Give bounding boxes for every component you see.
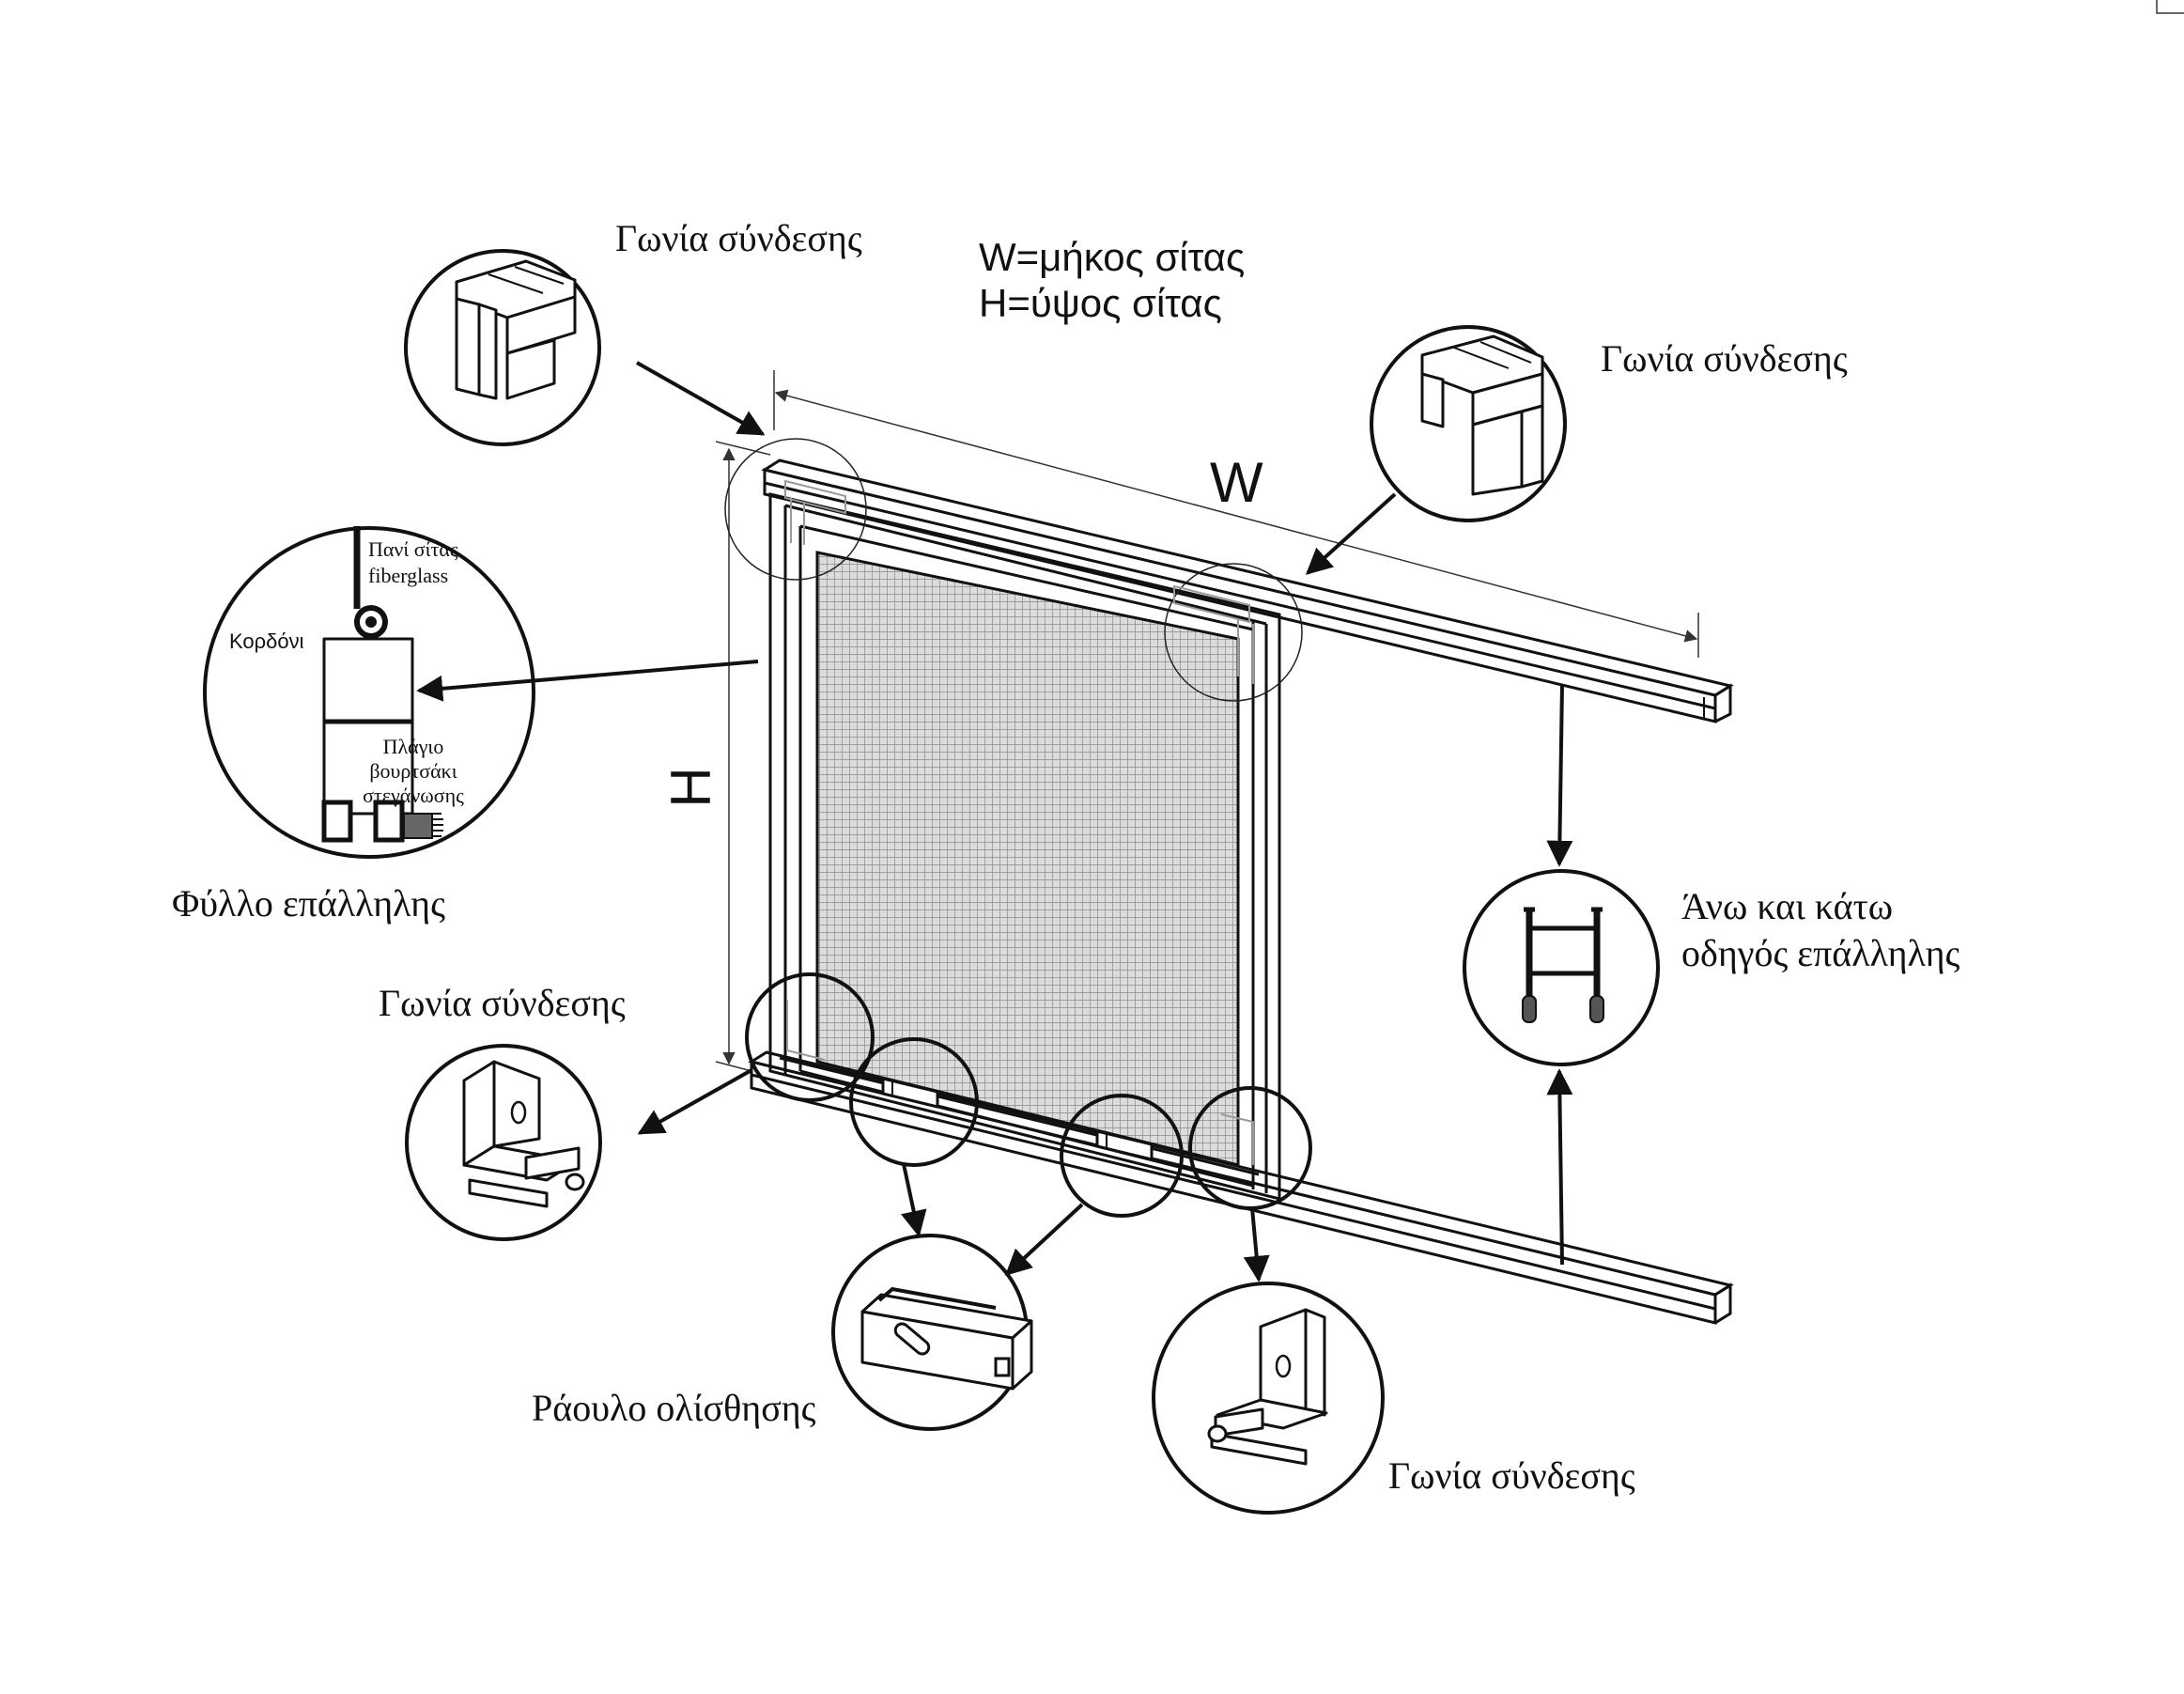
corner-connector-icon [1207,1308,1328,1466]
highlight-top-right-corner [1164,563,1303,702]
top-guide-rail [761,458,1734,723]
width-label: W [1210,451,1263,514]
profile-brush-label-2: βουρτσάκι [369,759,457,783]
callout-corner-top-left: Γωνία σύνδεσης [404,217,862,446]
corner-connector-icon [1420,334,1544,496]
faint-corner-top-left [784,479,846,545]
width-dimension: W [773,370,1699,658]
highlight-top-left-corner [724,438,867,581]
faint-corner-bottom-right [1220,1113,1254,1165]
guide-rail-section-icon [1522,907,1604,1023]
callout-guide-rail: Άνω και κάτω οδηγός επάλληλης [1463,683,1960,1266]
callout-sash-profile-label: Φύλλο επάλληλης [172,882,445,925]
profile-mesh-label-1: Πανί σίτας [368,537,458,561]
callout-corner-bottom-right: Γωνία σύνδεσης [1152,1207,1635,1515]
sash-profile-section-icon [321,526,443,843]
profile-brush-label-3: στεγάνωσης [363,784,464,807]
mesh-panel [815,551,1240,1167]
page-corner-mark [2156,0,2184,14]
profile-brush-label-1: Πλάγιο [383,735,444,758]
callout-roller-label: Ράουλο ολίσθησης [532,1387,816,1429]
callout-corner-top-left-label: Γωνία σύνδεσης [615,217,862,259]
roller-left [881,1077,939,1109]
callout-roller: Ράουλο ολίσθησης [532,1163,1084,1431]
highlight-roller-right [1060,1094,1184,1218]
callout-guide-rail-label-2: οδηγός επάλληλης [1681,932,1960,974]
profile-mesh-label-2: fiberglass [368,564,448,587]
legend-width-definition: W=μήκος σίτας [979,235,1245,279]
legend-height-definition: H=ύψος σίτας [979,281,1222,325]
faint-corner-bottom-left [786,1000,826,1061]
height-label: H [659,767,722,807]
highlight-roller-left [849,1037,979,1167]
callout-corner-top-right-label: Γωνία σύνδεσης [1601,337,1848,380]
highlight-bottom-right-corner [1188,1086,1312,1210]
roller-right [1095,1129,1154,1161]
highlight-bottom-left-corner [745,972,875,1102]
corner-connector-icon [462,1060,585,1208]
callout-guide-rail-label-1: Άνω και κάτω [1681,885,1893,927]
corner-connector-icon [455,259,577,400]
height-dimension: H [659,441,771,1074]
callout-corner-bottom-left-label: Γωνία σύνδεσης [379,982,626,1024]
sash-frame [768,492,1281,1201]
callout-corner-top-right: Γωνία σύνδεσης [1305,325,1848,575]
faint-corner-top-right [1173,584,1254,684]
callout-corner-bottom-right-label: Γωνία σύνδεσης [1388,1454,1635,1497]
roller-detail-icon [860,1286,1033,1391]
callout-corner-bottom-left: Γωνία σύνδεσης [379,982,752,1241]
profile-cord-label: Κορδόνι [229,629,304,653]
callout-sash-profile: Πανί σίτας fiberglass Κορδόνι Πλάγιο βου… [172,526,759,925]
